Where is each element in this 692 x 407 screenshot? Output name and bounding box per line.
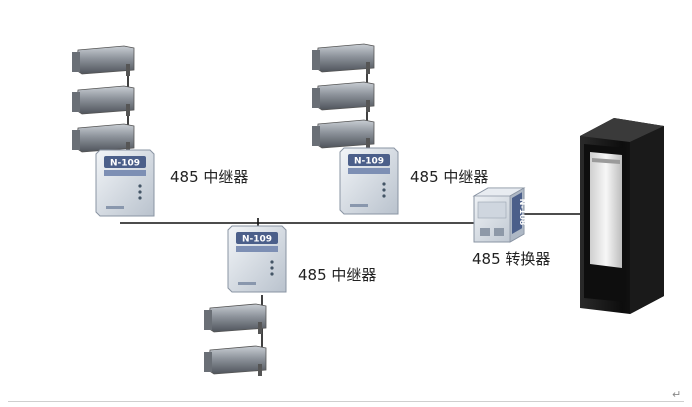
paragraph-mark: ↵ <box>672 388 682 401</box>
camera-bottom-2 <box>204 345 267 376</box>
label-repeater-left: 485 中继器 <box>170 168 249 186</box>
camera-left-3 <box>72 123 135 154</box>
repeater-left-model: N-109 <box>110 159 140 169</box>
label-repeater-middle: 485 中继器 <box>298 266 377 284</box>
converter-device: N-108 <box>472 187 527 243</box>
repeater-middle-model: N-109 <box>242 235 272 245</box>
camera-left-1 <box>72 45 135 76</box>
bottom-divider <box>8 401 684 402</box>
repeater-device-right: N-109 <box>339 147 399 215</box>
camera-bottom-1 <box>204 303 267 334</box>
camera-right-3 <box>312 119 375 150</box>
label-converter: 485 转换器 <box>472 250 551 268</box>
camera-right-2 <box>312 81 375 112</box>
repeater-device-left: N-109 <box>95 149 155 217</box>
camera-left-2 <box>72 85 135 116</box>
converter-model: N-108 <box>518 199 527 226</box>
repeater-right-model: N-109 <box>354 157 384 167</box>
camera-right-1 <box>312 43 375 74</box>
repeater-device-middle: N-109 <box>227 225 287 293</box>
label-repeater-right: 485 中继器 <box>410 168 489 186</box>
server-tower <box>580 118 664 314</box>
